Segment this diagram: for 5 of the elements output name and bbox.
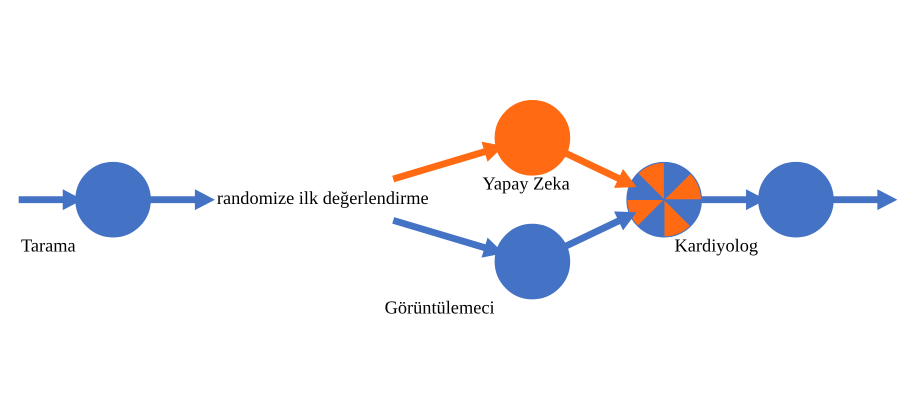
node-label: Yapay Zeka xyxy=(482,173,570,194)
node-label: Tarama xyxy=(20,235,76,256)
node-label: Kardiyolog xyxy=(674,235,758,256)
node-label: Görüntülemeci xyxy=(384,296,495,317)
node-text: randomize ilk değerlendirme xyxy=(216,188,429,208)
